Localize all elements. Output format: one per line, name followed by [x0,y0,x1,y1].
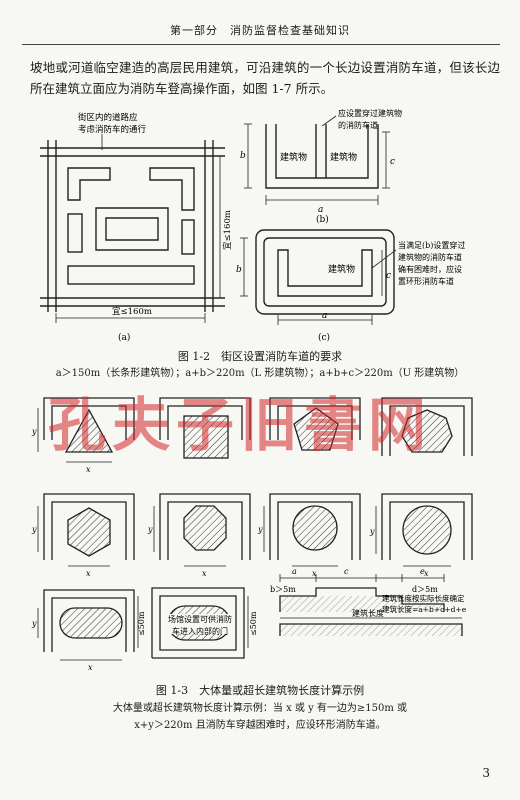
figure-1-3-hexagon [67,507,111,557]
figure-1-3-description-line-1: 大体量或超长建筑物长度计算示例：当 x 或 y 有一边为≥150m 或 [112,703,408,714]
figure-1-2a-dim-vertical: 宜≤160m [222,210,233,250]
figure-1-3-dim-y-6: y [31,619,37,628]
figure-1-3-length-note-2: 建筑长度=a+b+c+d+e [382,604,467,614]
figure-1-3-frame-2 [159,397,251,440]
figure-1-3-le50-2: ≤50m [249,611,258,636]
figure-1-2a-dimensions [55,134,224,323]
figure-1-2a-note-line-1: 街区内的道路应 [78,112,138,123]
figure-1-2a-label: (a) [118,332,130,343]
figure-1-3-caption: 图 1-3 大体量或超长建筑物长度计算示例 [155,684,365,697]
body-paragraph: 坡地或河道临空建造的高层民用建筑，可沿建筑的一个长边设置消防车道，但该长边所在建… [30,60,500,96]
figure-1-3-nonagon [292,505,338,551]
figure-1-3-description-line-2: x+y＞220m 且消防车穿越困难时，应设环形消防车道。 [134,720,386,731]
figure-1-2c-dim-c: c [386,271,391,281]
figure-1-3-oval-1 [59,607,123,639]
figure-1-3-dim-x-6: x [88,663,93,672]
figure-1-3-pentagon [293,407,339,451]
figure-1-3-dim-y-4: y [257,525,263,534]
figure-1-2a-dim-horizontal: 宜≤160m [112,306,152,317]
figure-1-3-dim-x-5: x [424,569,429,578]
figure-1-3-le50-1: ≤50m [137,611,146,636]
figure-1-2c-label: (c) [318,332,330,343]
figure-1-3-dim-y-3: y [147,525,153,534]
figure-1-3-triangle [64,408,114,453]
figure-1-2b-note-line-1: 应设置穿过建筑物 [338,108,402,118]
page-number: 3 [482,766,490,780]
figure-1-3-dim-x-3: x [202,569,207,578]
figure-1-3-frame-1 [43,397,135,440]
figure-1-2c-drawing [255,229,395,315]
figure-1-3-dim-y-1: y [31,427,37,436]
figure-1-3-dim-x-4: x [312,569,317,578]
figure-1-3-dim-d5: d＞5m [412,585,438,594]
figure-1-2b-label: (b) [316,214,329,225]
figure-1-3-dim-x-1: x [86,465,91,474]
figure-1-3-square [183,415,229,459]
figure-1-2c-note-line-3: 确有困难时，应设 [398,264,462,274]
figure-1-2b-dim-c: c [390,157,395,167]
figure-1-3-oval-note-2: 车进入内部的门 [172,626,228,636]
figure-1-2b-dim-a: a [318,205,323,215]
figure-1-3-dim-e: e [420,567,425,576]
figure-1-3-frame-6 [159,493,251,560]
figure-1-2a-note-line-2: 考虑消防车的通行 [78,124,147,135]
figure-1-3-frame-9 [43,589,135,652]
figure-1-3-frame-8 [381,493,473,560]
running-header: 第一部分 消防监督检查基础知识 [170,24,350,37]
figure-1-3-dim-b5: b＞5m [270,585,296,594]
figure-1-2b-building-right: 建筑物 [330,151,357,163]
figure-1-3-frame-4 [381,397,473,456]
figure-1-3-dim-c: c [344,567,349,576]
figure-1-2-caption: 图 1-2 街区设置消防车道的要求 [177,350,343,363]
figure-1-2c-note-line-4: 置环形消防车道 [398,276,454,286]
figure-1-3-oval-note-1: 场馆设置可供消防 [168,614,232,624]
figure-1-3-circle [402,505,452,555]
figure-1-3-frame-7 [269,493,361,560]
figure-1-2b-building-left: 建筑物 [280,151,307,163]
figure-1-3-frame-5 [43,493,135,560]
figure-1-2b-drawing [265,124,379,189]
figure-1-3-octagon [183,505,227,551]
figure-1-2b-dim-b: b [240,151,246,161]
header-rule [22,44,500,45]
figure-1-3-frame-10 [151,587,245,659]
figure-1-2b-note-line-2: 的消防车道 [338,120,378,130]
watermark-text: 孔夫子旧書网 [48,391,433,459]
figure-1-3-dim-x-2: x [86,569,91,578]
figure-1-3-dim-y-5: y [369,527,375,536]
figure-1-2c-dim-b: b [236,265,242,275]
figure-1-2a-street-grid [40,140,225,312]
figure-1-3-dim-y-2: y [31,525,37,534]
figure-1-3-dim-a: a [292,567,297,576]
figure-1-3-building-length: 建筑长度 [352,608,384,618]
figure-1-3-length-note-1: 建筑长度按实际长度确定 [382,593,465,603]
figure-1-3-heptagon [401,409,453,453]
figure-1-2-note: a＞150m（长条形建筑物）；a+b＞220m（L 形建筑物）；a+b+c＞22… [55,368,465,379]
figure-1-2c-dim-a: a [322,311,327,321]
figure-1-3-frame-3 [269,397,361,440]
figure-1-2c-note-line-1: 当满足(b)设置穿过 [398,240,465,250]
figure-1-2c-building: 建筑物 [328,263,355,275]
figure-1-2c-note-line-2: 建筑物的消防车道 [398,252,462,262]
